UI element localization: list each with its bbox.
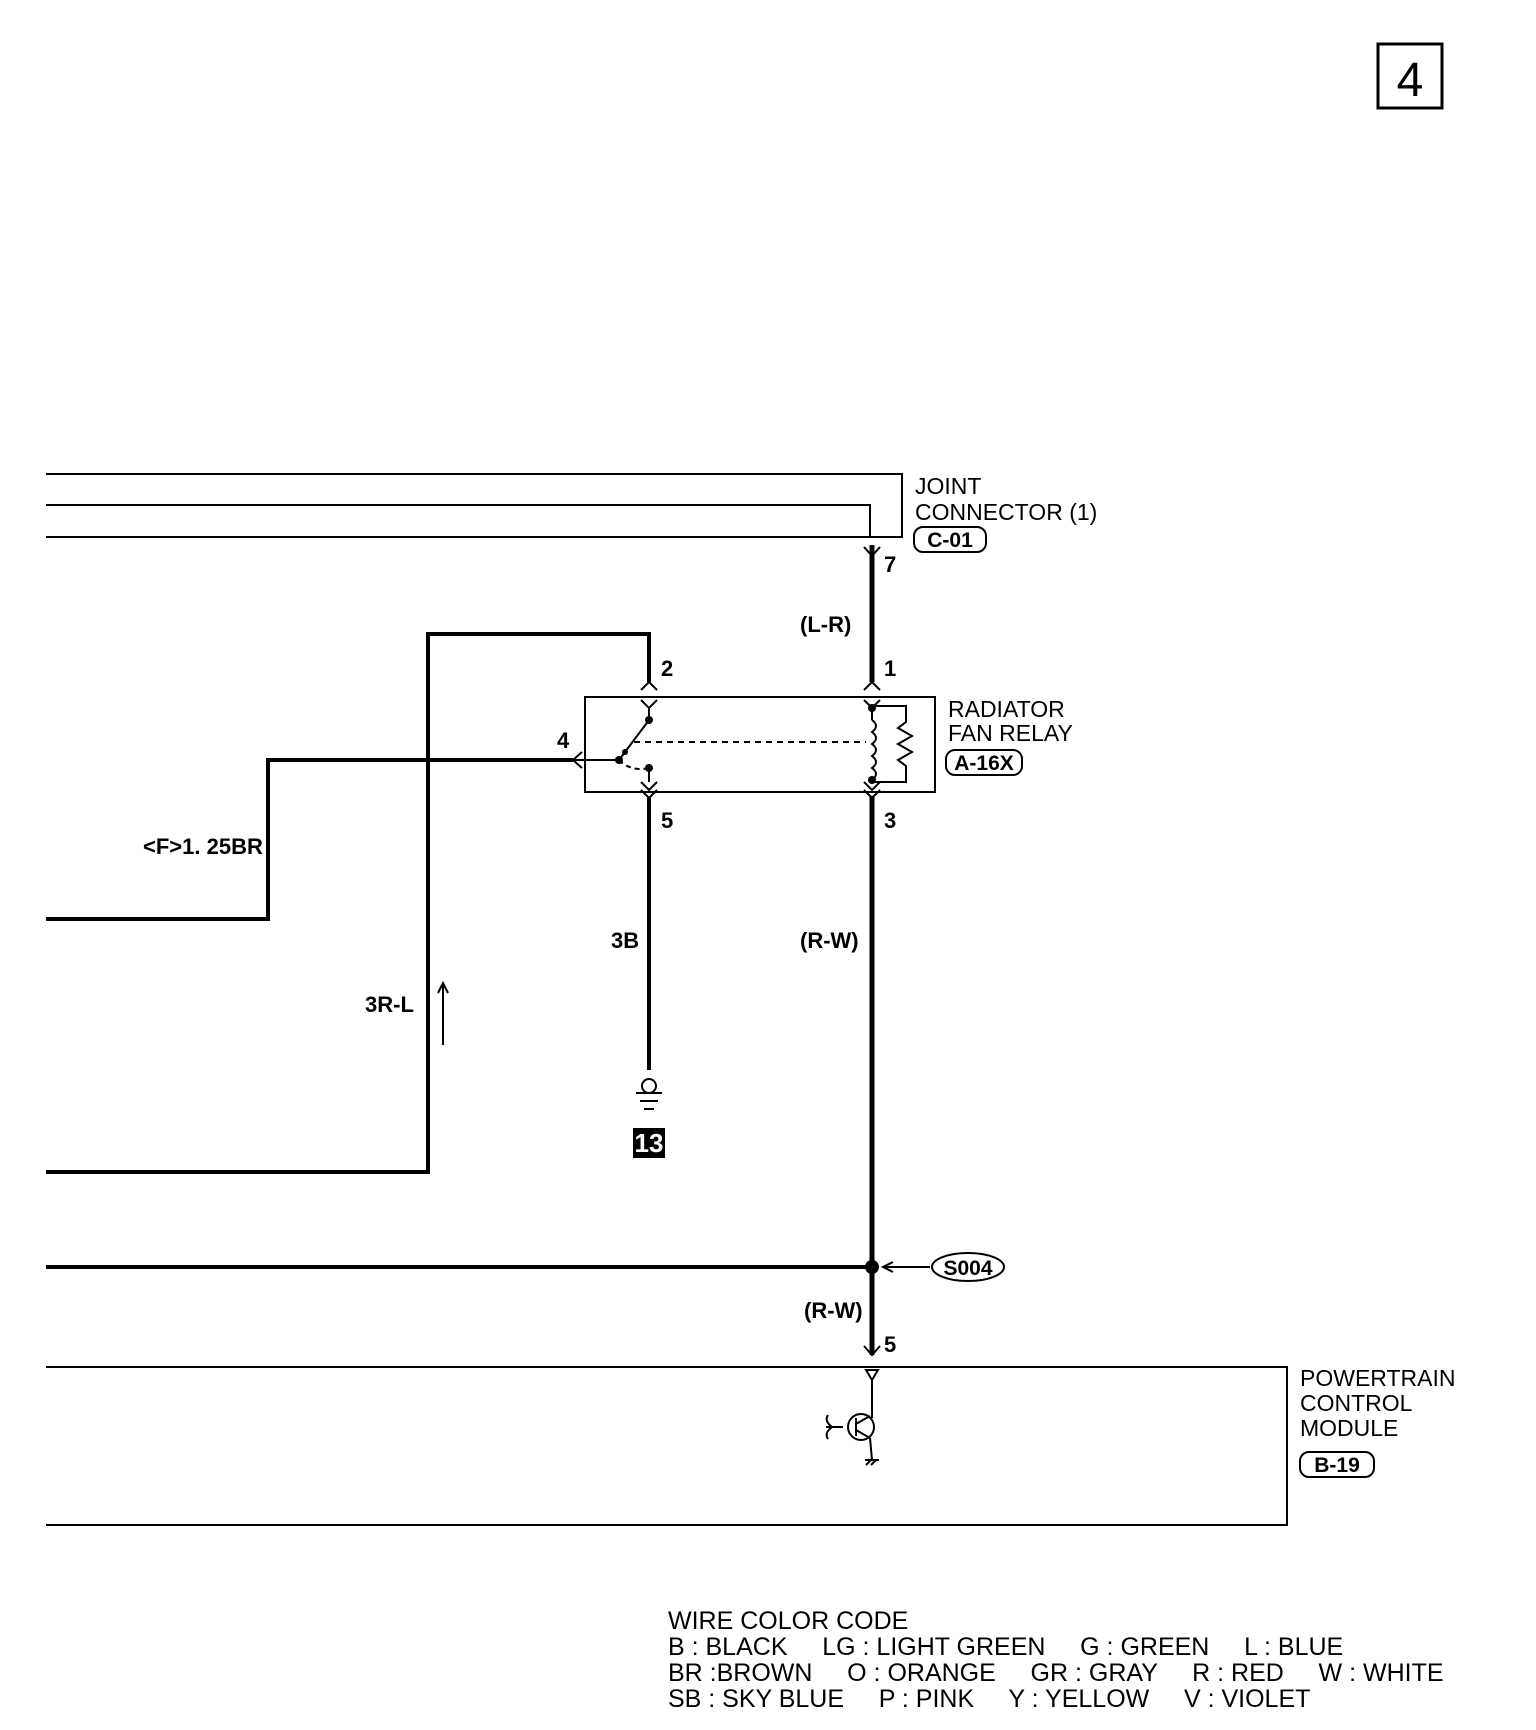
pin-relay-5: 5 bbox=[661, 808, 673, 833]
joint-connector-code: C-01 bbox=[927, 529, 973, 552]
pin-jc-7: 7 bbox=[884, 552, 896, 577]
pcm-box bbox=[46, 1366, 1288, 1526]
pin-relay-3: 3 bbox=[884, 808, 896, 833]
legend-title: WIRE COLOR CODE bbox=[668, 1607, 909, 1635]
joint-connector-code-box bbox=[913, 526, 987, 553]
splice-dot bbox=[865, 1260, 879, 1274]
switch-dot-5 bbox=[645, 764, 653, 772]
splice-label: S004 bbox=[943, 1257, 992, 1280]
pin-relay-2: 2 bbox=[661, 656, 673, 681]
pin-relay-1: 1 bbox=[884, 656, 896, 681]
joint-connector-bus bbox=[46, 473, 903, 538]
wire-label-3r-l: 3R-L bbox=[365, 992, 414, 1017]
relay-coil bbox=[870, 705, 915, 783]
joint-connector-name-2: CONNECTOR (1) bbox=[915, 499, 1097, 525]
pcm-transistor bbox=[825, 1369, 880, 1466]
current-flow-arrow bbox=[437, 980, 449, 1045]
pcm-name-2: CONTROL bbox=[1300, 1390, 1413, 1416]
relay-box bbox=[584, 696, 936, 793]
relay-code: A-16X bbox=[954, 752, 1014, 775]
relay-name-1: RADIATOR bbox=[948, 696, 1065, 722]
pin-pcm-5: 5 bbox=[884, 1332, 896, 1357]
wire-label-3b: 3B bbox=[611, 928, 639, 953]
wire-label-r-w-lower: (R-W) bbox=[804, 1298, 863, 1323]
pin-relay-4: 4 bbox=[557, 728, 570, 753]
thick-wires bbox=[46, 632, 872, 1269]
wire-label-l-r: (L-R) bbox=[800, 612, 851, 637]
splice-label-oval bbox=[931, 1252, 1005, 1282]
coil-dot-bottom bbox=[868, 776, 876, 784]
relay-name-2: FAN RELAY bbox=[948, 720, 1073, 746]
pcm-code: B-19 bbox=[1314, 1454, 1360, 1477]
legend-row-2: BR :BROWN O : ORANGE GR : GRAY R : RED W… bbox=[668, 1659, 1444, 1687]
switch-dot-2 bbox=[645, 716, 653, 724]
coil-dot-top bbox=[868, 704, 876, 712]
page-number-box bbox=[1376, 42, 1444, 110]
wire-label-r-w-upper: (R-W) bbox=[800, 928, 859, 953]
pcm-name-1: POWERTRAIN bbox=[1300, 1365, 1455, 1391]
relay-switch bbox=[573, 708, 866, 782]
legend-row-1: B : BLACK LG : LIGHT GREEN G : GREEN L :… bbox=[668, 1633, 1344, 1661]
legend-row-3: SB : SKY BLUE P : PINK Y : YELLOW V : VI… bbox=[668, 1685, 1311, 1713]
ground-number-box bbox=[633, 1128, 665, 1158]
ground-symbol bbox=[636, 1078, 662, 1110]
switch-dot-4 bbox=[615, 756, 623, 764]
ground-number: 13 bbox=[635, 1128, 664, 1158]
switch-dot-common bbox=[622, 749, 628, 755]
joint-connector-name-1: JOINT bbox=[915, 473, 981, 499]
pcm-code-box bbox=[1299, 1451, 1375, 1478]
wire-label-f-br: <F>1. 25BR bbox=[143, 834, 263, 859]
pcm-name-3: MODULE bbox=[1300, 1415, 1398, 1441]
splice-pointer bbox=[880, 1261, 930, 1273]
page-number: 4 bbox=[1397, 54, 1424, 107]
relay-code-box bbox=[945, 749, 1023, 776]
